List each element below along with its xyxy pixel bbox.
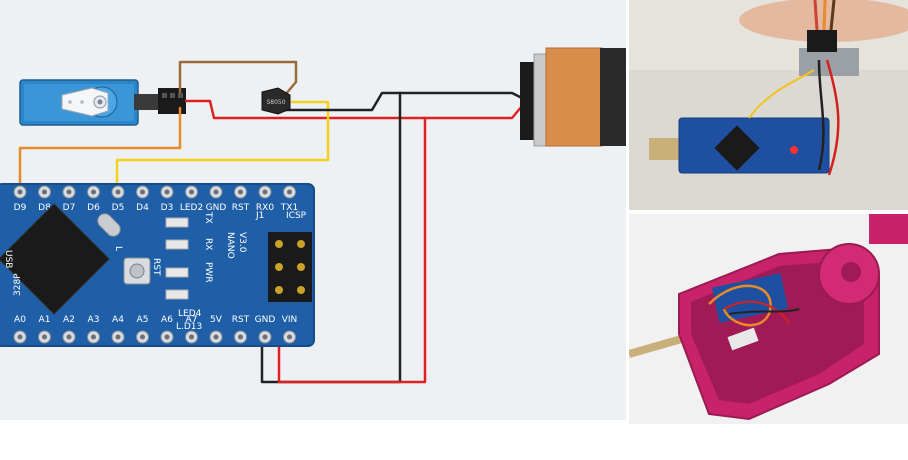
pin-hole	[66, 189, 72, 195]
pin-label: A2	[63, 315, 75, 325]
pin-label: A4	[112, 315, 124, 325]
board-version: V3.0	[237, 232, 247, 253]
pin-hole	[66, 334, 72, 340]
pin-label: GND	[255, 315, 276, 325]
wire-black-collector	[276, 91, 524, 112]
pin-label: A3	[88, 315, 100, 325]
pin-hole	[287, 334, 292, 340]
pin-hole	[91, 189, 96, 195]
pin-hole	[189, 189, 194, 195]
photo-nano-breadboard	[629, 0, 908, 210]
pin-hole	[238, 334, 243, 340]
wire-red-servo-power	[184, 99, 524, 120]
pin-hole	[91, 334, 96, 340]
pin-hole	[115, 189, 121, 195]
pin-label: GND	[206, 203, 227, 213]
pin-label: RST	[232, 315, 250, 325]
servo-cable	[134, 94, 158, 110]
pin-hole	[140, 334, 145, 340]
pin-label: RX0	[256, 203, 274, 213]
wires	[18, 60, 524, 384]
photo-enclosure	[629, 214, 908, 424]
pin-label: D6	[87, 203, 100, 213]
pin-hole	[42, 334, 47, 340]
led-tx-label: TX	[203, 211, 213, 224]
icsp-label: ICSP	[286, 211, 307, 221]
pin-label: D4	[136, 203, 149, 213]
servo-motor	[19, 79, 186, 126]
pin-hole	[140, 189, 145, 195]
sensor-plate	[799, 48, 859, 76]
led-d13-label: L.D13	[176, 322, 202, 332]
pin-label: A0	[14, 315, 26, 325]
bottom-pin-row: A0 A1 A2 A3 A4 A5 A6 A7 5V RST GND VIN	[13, 315, 298, 344]
transistor: S8050	[261, 87, 291, 115]
pin-hole	[213, 334, 219, 340]
pin-label: A5	[137, 315, 149, 325]
pin-label: TX1	[280, 203, 298, 213]
led-l-label: L	[113, 246, 123, 251]
wire-yellow-base	[115, 100, 330, 192]
transistor-label: S8050	[266, 99, 285, 106]
pin-label: D9	[14, 203, 27, 213]
pin-label: A7	[186, 315, 198, 325]
pin-label: D5	[112, 203, 125, 213]
servo-connector	[158, 88, 186, 114]
pin-label: RST	[232, 203, 250, 213]
usb-label: USB	[3, 250, 13, 268]
pin-hole	[238, 189, 243, 195]
pin-label: LED2	[180, 203, 203, 213]
wire-orange-signal	[18, 106, 182, 192]
icsp-pins	[275, 240, 305, 294]
pin-label: 5V	[210, 315, 223, 325]
battery-terminals	[520, 62, 534, 140]
pin-hole	[42, 189, 47, 195]
status-leds	[165, 217, 189, 300]
wire-red-vin	[277, 116, 427, 384]
usb-cable	[649, 138, 685, 160]
pin-hole	[164, 334, 170, 340]
wire-brown-emitter	[178, 60, 298, 97]
crystal	[97, 213, 121, 237]
pin-label: VIN	[282, 315, 298, 325]
led-pwr-label: PWR	[203, 262, 213, 283]
battery-9v	[520, 47, 626, 147]
pin-hole	[17, 334, 23, 340]
pin-hole	[164, 189, 170, 195]
led-rx-label: RX	[203, 238, 213, 250]
servo-horn	[61, 87, 109, 117]
pin-label: A1	[39, 315, 51, 325]
pin-label: D3	[161, 203, 174, 213]
rst-button-label: RST	[151, 258, 161, 276]
icsp-header	[268, 232, 312, 302]
pin-hole	[213, 189, 219, 195]
pin-hole	[115, 334, 121, 340]
chip-label: 328P	[13, 273, 23, 296]
led4-label: LED4	[178, 309, 202, 319]
pin-hole	[262, 189, 268, 195]
pin-hole	[287, 189, 292, 195]
pin-hole	[189, 334, 194, 340]
pin-hole	[17, 189, 23, 195]
pin-hole	[262, 334, 268, 340]
pin-label: D8	[38, 203, 51, 213]
pin-label: D7	[63, 203, 76, 213]
board-model: NANO	[225, 232, 235, 259]
pin-label: A6	[161, 315, 173, 325]
microcontroller-chip	[0, 203, 110, 315]
j1-label: J1	[255, 211, 264, 221]
